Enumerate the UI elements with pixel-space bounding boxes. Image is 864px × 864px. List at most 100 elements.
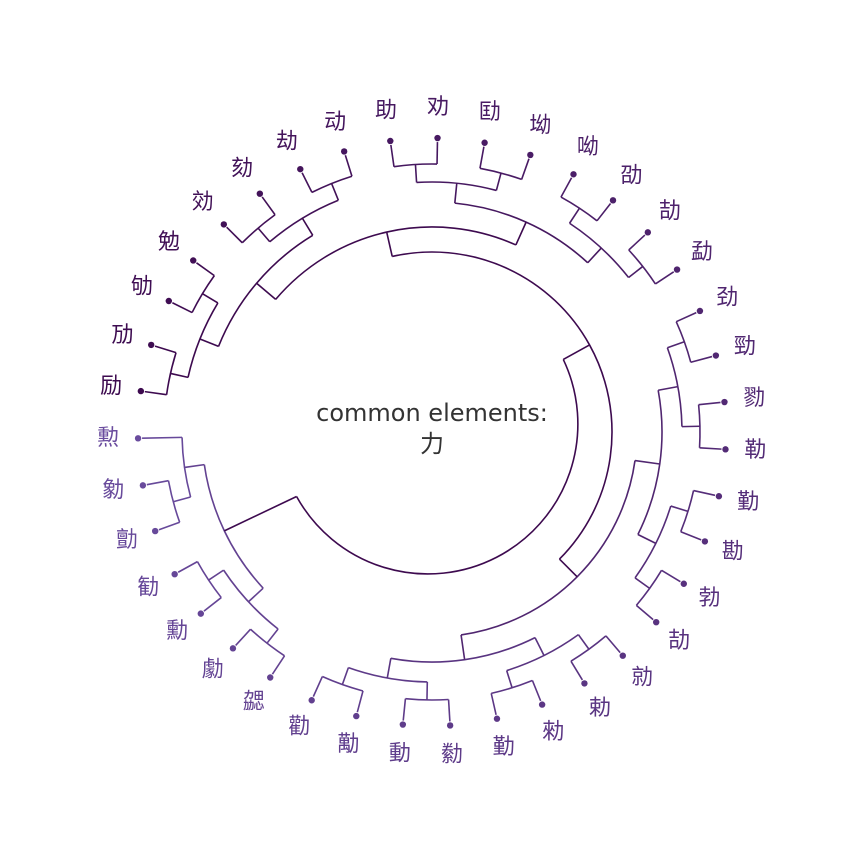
dendrogram-branch: [628, 265, 644, 279]
dendrogram-branch: [144, 390, 167, 396]
leaf-label: 勯: [116, 528, 138, 553]
leaf-label: 勑: [542, 719, 564, 744]
dendrogram-arc: [250, 628, 285, 657]
leaf-label: 勧: [137, 576, 159, 601]
dendrogram-branch: [460, 634, 466, 660]
dendrogram-arc: [697, 404, 701, 448]
leaf-label: 劲: [716, 286, 738, 311]
leaf-label: 劭: [620, 164, 642, 189]
dendrogram-arc: [635, 569, 663, 606]
leaf-dot: [652, 618, 660, 626]
dendrogram-arc: [241, 214, 276, 244]
dendrogram-branch: [605, 635, 621, 654]
leaf-label: 劢: [112, 323, 134, 348]
leaf-dot: [696, 307, 704, 315]
leaf-label: 劻: [479, 100, 501, 125]
dendrogram-arc: [295, 359, 579, 575]
dendrogram-branch: [341, 667, 350, 685]
dendrogram-branch: [654, 271, 675, 285]
dendrogram-branch: [344, 155, 353, 177]
leaf-dot: [712, 352, 720, 359]
leaf-dot: [340, 148, 348, 155]
dendrogram-branch: [208, 569, 225, 581]
leaf-dot: [297, 165, 304, 173]
leaf-label: 勍: [631, 666, 653, 691]
center-title: common elements: 力: [0, 398, 864, 460]
dendrogram-branch: [271, 655, 286, 675]
leaf-label: 勮: [202, 657, 224, 682]
dendrogram-branch: [256, 282, 277, 300]
leaf-dot: [171, 570, 178, 578]
dendrogram-arc: [165, 352, 177, 395]
dendrogram-arc: [675, 321, 692, 363]
leaf-dot: [134, 435, 142, 442]
dendrogram-branch: [505, 670, 513, 688]
dendrogram-arc: [322, 675, 364, 692]
leaf-label: 勱: [338, 732, 360, 757]
dendrogram-branch: [635, 604, 654, 621]
dendrogram-arc: [460, 460, 636, 636]
leaf-label: 勠: [743, 386, 765, 411]
dendrogram-branch: [301, 217, 314, 236]
leaf-dot: [644, 229, 652, 236]
leaf-dot: [722, 446, 729, 453]
dendrogram-branch: [402, 698, 407, 721]
dendrogram-arc: [393, 163, 438, 168]
leaf-dot: [538, 701, 546, 708]
dendrogram-branch: [199, 338, 219, 348]
leaf-dot: [387, 137, 394, 145]
dendrogram-branch: [520, 158, 530, 180]
leaf-dot: [680, 580, 688, 587]
leaf-dot: [701, 538, 709, 545]
dendrogram-branch: [301, 172, 313, 193]
dendrogram-branch: [173, 496, 191, 503]
dendrogram-branch: [479, 146, 485, 169]
leaf-dot: [721, 398, 728, 406]
dendrogram-branch: [661, 569, 681, 583]
leaf-dot: [308, 697, 315, 704]
leaf-label: 呦: [577, 135, 599, 160]
leaf-label: 助: [375, 98, 397, 123]
leaf-label: 勨: [102, 478, 124, 503]
dendrogram-branch: [667, 340, 685, 349]
dendrogram-branch: [447, 699, 451, 722]
leaf-label: 劼: [659, 199, 681, 224]
leaf-label: 励: [100, 374, 122, 399]
center-title-line1: common elements:: [316, 399, 548, 427]
leaf-dot: [151, 527, 159, 535]
leaf-dot: [609, 197, 617, 204]
leaf-label: 勰: [243, 690, 265, 715]
dendrogram-branch: [634, 577, 651, 590]
dendrogram-branch: [560, 177, 573, 198]
leaf-dot: [353, 712, 360, 720]
dendrogram-branch: [698, 401, 721, 406]
leaf-label: 勉: [158, 230, 180, 255]
dendrogram-branch: [170, 372, 189, 379]
dendrogram-branch: [454, 183, 458, 204]
leaf-dot: [715, 493, 723, 500]
leaf-dot: [190, 257, 197, 264]
leaf-dot: [256, 190, 264, 197]
leaf-label: 勳: [166, 619, 188, 644]
dendrogram-branch: [257, 227, 271, 243]
leaf-label: 勐: [691, 240, 713, 265]
leaf-dot: [493, 715, 501, 722]
dendrogram-branch: [699, 447, 722, 450]
leaf-label: 动: [324, 110, 346, 135]
leaf-label: 劝: [427, 95, 449, 120]
dendrogram-branch: [531, 680, 542, 702]
leaf-dot: [229, 645, 237, 652]
dendrogram-branch: [637, 533, 657, 545]
dendrogram-branch: [330, 183, 340, 201]
dendrogram-branch: [312, 676, 324, 697]
leaf-dot: [399, 721, 407, 728]
dendrogram-branch: [570, 660, 584, 681]
dendrogram-branch: [146, 479, 169, 486]
dendrogram-branch: [577, 634, 590, 650]
dendrogram-branch: [414, 164, 418, 183]
dendrogram-branch: [680, 530, 702, 541]
dendrogram-branch: [247, 587, 264, 603]
leaf-label: 勸: [288, 715, 310, 740]
dendrogram-arc: [479, 167, 522, 181]
dendrogram-arc: [680, 490, 695, 533]
